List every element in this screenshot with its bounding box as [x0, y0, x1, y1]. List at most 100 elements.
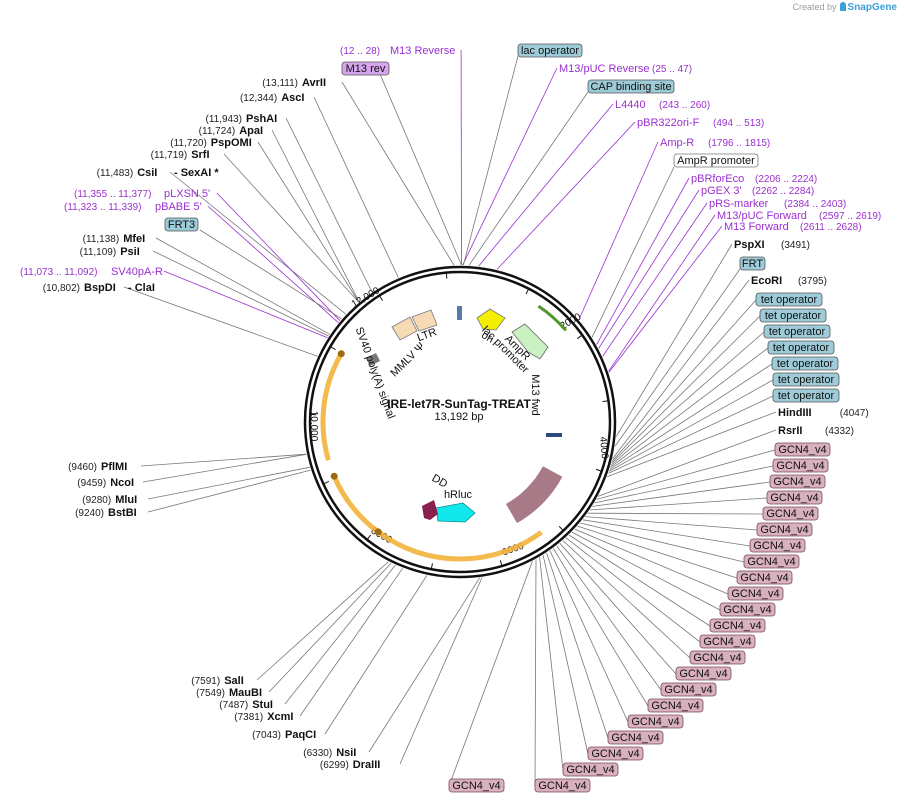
- dd-label: DD: [430, 472, 450, 490]
- suntag-stripe: [507, 502, 521, 523]
- enzyme-line-bspdi: [123, 286, 318, 357]
- suntag-stripe: [525, 488, 543, 506]
- scale-label-2: 4000: [597, 436, 610, 460]
- gcn4-v4-box-20-bg: [587, 746, 644, 761]
- enzyme-line-mlui: [147, 466, 310, 500]
- enzyme-line-sali: [256, 561, 389, 681]
- primer-pos-pbabe-5: (11,323 .. 11,339): [64, 202, 141, 213]
- line-gcn4-4: [590, 497, 768, 511]
- enzyme-name-csii: CsiI: [137, 167, 157, 179]
- suntag-stripe: [515, 496, 531, 516]
- orf-arc-left: [320, 351, 344, 461]
- backbone-ring: [303, 265, 617, 579]
- enzyme-pos-apai: (11,724): [199, 126, 236, 137]
- enzyme-line-pflmi: [140, 453, 307, 467]
- enzyme-name-psii: PsiI: [120, 246, 140, 258]
- enzyme-pos-psii: (11,109): [80, 247, 117, 258]
- suntag-stripe: [537, 472, 558, 487]
- ltr-block-2: [411, 309, 438, 332]
- enzyme-name-sali: SalI: [224, 675, 244, 687]
- cap-binding-site-box-bg: [587, 79, 675, 94]
- orf-arc-bottom: [376, 529, 543, 562]
- primer-pos-plxsn-5: (11,355 .. 11,377): [74, 189, 151, 200]
- primer-line-m13-puc-reverse: [462, 67, 558, 266]
- line-tet-operator-1: [611, 299, 757, 462]
- tet-operator-box-3: tet operator: [763, 324, 831, 339]
- scale-label-5: 10,000: [308, 411, 319, 442]
- primer-line-prs-marker: [602, 202, 708, 357]
- tet-operator-box-2-text: tet operator: [765, 310, 822, 322]
- scale-label-1: 2000: [558, 311, 583, 332]
- hrluc-arrow: [435, 502, 476, 523]
- gcn4-v4-box-10: GCN4_v4: [727, 586, 784, 601]
- enzyme-name-pspomi: PspOMI: [211, 137, 252, 149]
- gcn4-v4-box-8-bg: [743, 554, 800, 569]
- tet-operator-box-5: tet operator: [771, 356, 839, 371]
- dd-arrow: [422, 500, 438, 520]
- primer-name-prs-marker: pRS-marker: [709, 198, 769, 210]
- gcn4-v4-box-6-text: GCN4_v4: [760, 524, 808, 536]
- frt-box-bg: [739, 256, 766, 271]
- gcn4-v4-box-8-text: GCN4_v4: [747, 556, 795, 568]
- suntag-stripe: [510, 500, 525, 520]
- gcn4-v4-box-18-bg: [627, 714, 684, 729]
- ampr-promoter-box-text: AmpR promoter: [677, 155, 755, 167]
- gcn4-v4-box-4-bg: [766, 490, 823, 505]
- tick-11000: [330, 346, 336, 351]
- lac-operator-box-bg: [517, 43, 583, 58]
- enzyme-line-avrii: [341, 81, 455, 266]
- primer-name-pbabe-5: pBABE 5': [155, 201, 202, 213]
- enzyme-line-hindiii: [606, 411, 777, 478]
- enzyme-name-hindiii: HindIII: [778, 407, 812, 419]
- line-frt: [614, 268, 741, 447]
- lac-operator-box-text: lac operator: [521, 45, 579, 57]
- primer-name-pbrforeco: pBRforEco: [691, 173, 744, 185]
- lac-operator-mark: [457, 306, 462, 320]
- ori-arrow: [476, 308, 506, 331]
- suntag-stripe: [522, 490, 539, 509]
- line-gcn4-12: [568, 534, 711, 627]
- tet-operator-box-3-text: tet operator: [769, 326, 826, 338]
- enzyme-pos-mfei: (11,138): [83, 234, 120, 245]
- enzyme-name-pflmi: PflMI: [101, 461, 127, 473]
- gcn4-v4-box-16: GCN4_v4: [660, 682, 717, 697]
- frt-box-text: FRT: [742, 258, 763, 270]
- suntag-stripe: [531, 481, 550, 498]
- suntag-stripe: [539, 470, 560, 485]
- gcn4-v4-box-17-bg: [647, 698, 704, 713]
- enzyme-pos-nsii: (6330): [303, 748, 332, 759]
- suntag-stripe: [508, 501, 522, 522]
- gcn4-v4-box-18-text: GCN4_v4: [631, 716, 679, 728]
- gcn4-v4-box-14: GCN4_v4: [689, 650, 746, 665]
- line-gcn4-23: [448, 561, 533, 787]
- suntag-stripe: [533, 478, 553, 495]
- primer-line-sv40pa-r: [163, 270, 328, 339]
- primer-line-l4440: [478, 103, 614, 267]
- suntag-stripe: [529, 483, 548, 500]
- enzyme-line-apai: [271, 129, 360, 302]
- suntag-stripe: [536, 474, 556, 490]
- suntag-stripe: [523, 490, 540, 508]
- tet-operator-box-2: tet operator: [759, 308, 827, 323]
- primer-pos-sv40pa-r: (11,073 .. 11,092): [20, 267, 97, 278]
- m13-fwd-mark: [546, 433, 562, 437]
- primer-line-m13-forward: [608, 225, 723, 373]
- gcn4-v4-box-5-bg: [762, 506, 819, 521]
- suntag-stripe: [540, 469, 560, 483]
- line-gcn4-3: [592, 481, 771, 507]
- suntag-stripe: [509, 500, 523, 521]
- suntag-stripe: [537, 473, 557, 488]
- m13-rev-box: M13 rev: [341, 61, 390, 76]
- credit-brand: SnapGene: [847, 2, 897, 13]
- ori-label: ori: [479, 329, 496, 346]
- primer-name-m13-puc-reverse: M13/pUC Reverse: [559, 63, 649, 75]
- line-tet-operator-3: [610, 331, 765, 466]
- suntag-stripe: [518, 494, 535, 513]
- suntag-stripe: [526, 486, 545, 504]
- tick-13000: [445, 272, 448, 279]
- m13-fwd-label: M13 fwd: [529, 374, 541, 416]
- ampr-promoter-box: AmpR promoter: [673, 153, 759, 168]
- hrluc-label: hRluc: [444, 489, 473, 501]
- line-lac-operator: [463, 55, 519, 266]
- suntag-stripe: [540, 468, 561, 482]
